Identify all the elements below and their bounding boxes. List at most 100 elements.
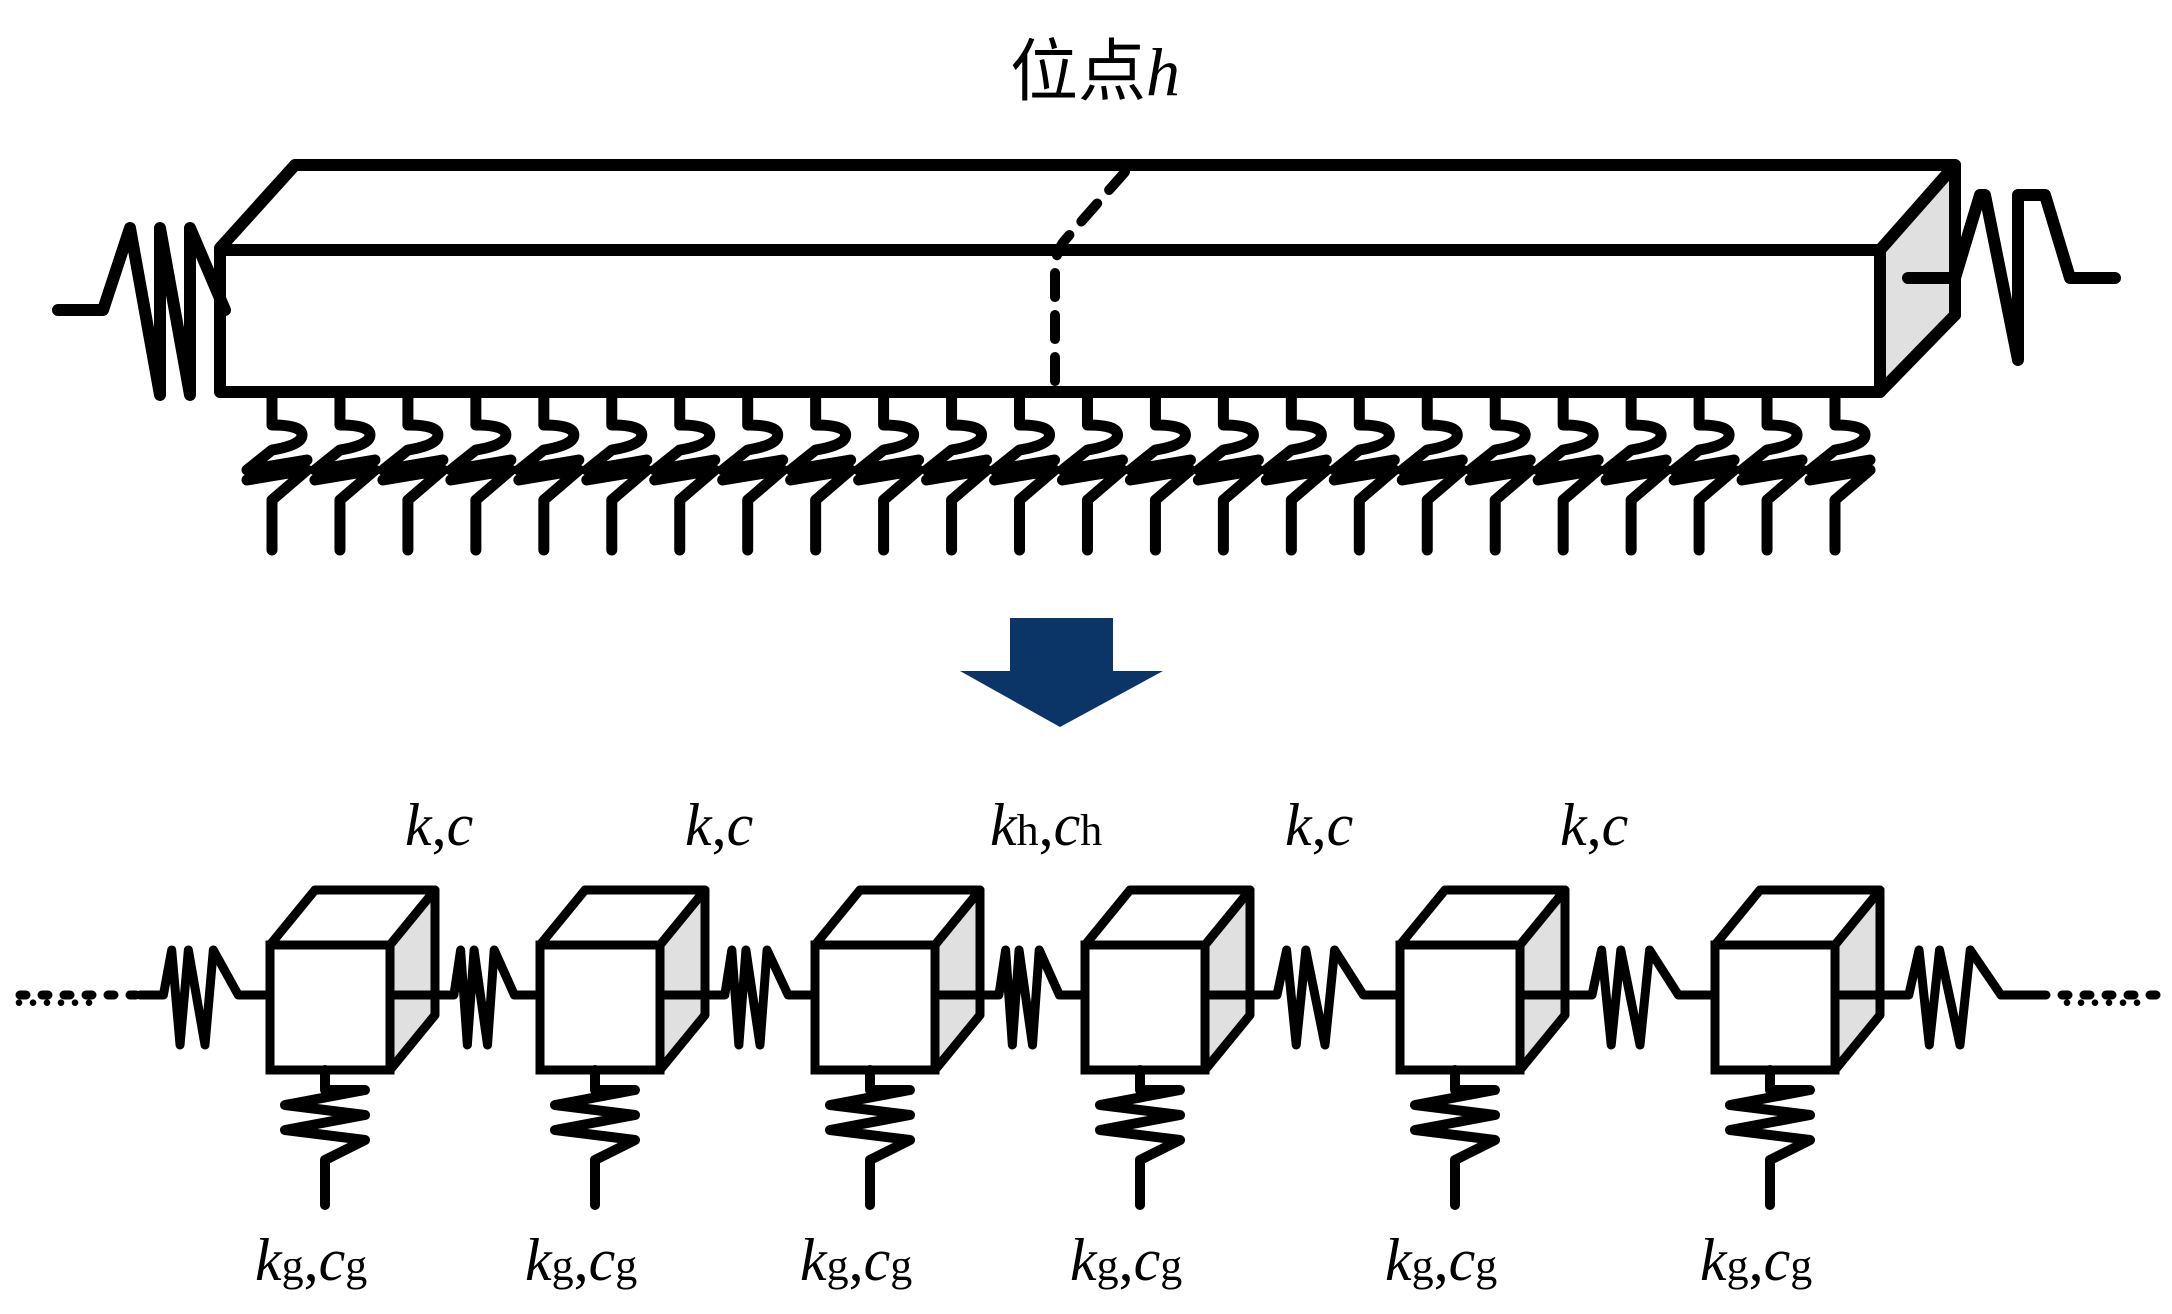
label-sub: g bbox=[1412, 1241, 1434, 1290]
label-main: k bbox=[1700, 1227, 1728, 1293]
foundation-spring bbox=[921, 386, 993, 556]
label-main: k bbox=[405, 792, 433, 858]
link-label: k,c bbox=[405, 792, 473, 858]
label-main: k bbox=[1560, 792, 1588, 858]
lumped-mass-cube bbox=[1395, 885, 1570, 1210]
label-sep: , bbox=[712, 792, 727, 858]
cube-top-face bbox=[1395, 885, 1570, 950]
label-sep: , bbox=[1587, 792, 1602, 858]
section-marker-dashed bbox=[1050, 167, 1130, 390]
label-sub2: g bbox=[1790, 1241, 1812, 1290]
title-text: 位点 bbox=[1010, 34, 1146, 110]
ground-spring bbox=[1725, 1065, 1815, 1210]
lumped-mass-cube bbox=[535, 885, 710, 1210]
cube-top-face bbox=[1710, 885, 1885, 950]
foundation-spring bbox=[581, 386, 653, 556]
ground-label: kg,cg bbox=[255, 1227, 367, 1293]
title-variable: h bbox=[1146, 34, 1180, 110]
cube-edge bbox=[930, 885, 985, 1075]
foundation-spring bbox=[649, 386, 721, 556]
cube-front-face bbox=[535, 940, 665, 1075]
cube-front-face bbox=[265, 940, 395, 1075]
cube-front-face bbox=[1395, 940, 1525, 1075]
foundation-spring bbox=[853, 386, 925, 556]
cube-top-face bbox=[810, 885, 985, 950]
label-sub2: h bbox=[1080, 806, 1102, 855]
ground-spring bbox=[825, 1065, 915, 1210]
cube-top-face bbox=[1080, 885, 1255, 950]
cube-top-face bbox=[535, 885, 710, 950]
label-main: k bbox=[990, 792, 1018, 858]
beam-left-spring bbox=[52, 222, 231, 401]
horizontal-spring bbox=[1245, 945, 1405, 1050]
foundation-spring bbox=[1328, 386, 1400, 556]
foundation-spring bbox=[1736, 386, 1808, 556]
label-sub2: g bbox=[615, 1241, 637, 1290]
label-main2: c bbox=[727, 792, 754, 858]
foundation-spring bbox=[717, 386, 789, 556]
diagram-title: 位点h bbox=[1010, 34, 1180, 110]
continuous-beam bbox=[52, 159, 2121, 556]
label-sep: , bbox=[1434, 1227, 1449, 1293]
foundation-spring bbox=[1192, 386, 1264, 556]
label-main: k bbox=[255, 1227, 283, 1293]
cube-front-face bbox=[1080, 940, 1210, 1075]
label-main: k bbox=[1285, 792, 1313, 858]
ground-label: kg,cg bbox=[800, 1227, 912, 1293]
label-sep: , bbox=[1312, 792, 1327, 858]
ground-spring bbox=[550, 1065, 640, 1210]
label-main: k bbox=[1385, 1227, 1413, 1293]
label-main: k bbox=[800, 1227, 828, 1293]
cube-front-face bbox=[1710, 940, 1840, 1075]
label-main: k bbox=[1070, 1227, 1098, 1293]
link-label: k,c bbox=[1560, 792, 1628, 858]
beam-edge bbox=[1874, 309, 1961, 398]
horizontal-spring bbox=[430, 945, 545, 1050]
foundation-spring bbox=[1396, 386, 1468, 556]
label-sub2: g bbox=[890, 1241, 912, 1290]
cube-edge bbox=[1200, 885, 1255, 1075]
label-sep: , bbox=[849, 1227, 864, 1293]
horizontal-spring bbox=[1560, 945, 1720, 1050]
label-main2: c bbox=[864, 1227, 891, 1293]
foundation-spring bbox=[377, 386, 449, 556]
lumped-mass-cube bbox=[265, 885, 440, 1210]
foundation-spring bbox=[1668, 386, 1740, 556]
ground-spring bbox=[1095, 1065, 1185, 1210]
label-main2: c bbox=[1054, 792, 1081, 858]
label-main2: c bbox=[447, 792, 474, 858]
ground-label: kg,cg bbox=[1700, 1227, 1812, 1293]
label-main: k bbox=[525, 1227, 553, 1293]
link-label: k,c bbox=[685, 792, 753, 858]
label-main2: c bbox=[1449, 1227, 1476, 1293]
foundation-spring bbox=[1260, 386, 1332, 556]
label-main2: c bbox=[589, 1227, 616, 1293]
horizontal-spring bbox=[1875, 945, 2045, 1050]
foundation-spring bbox=[1124, 386, 1196, 556]
beam-right-spring bbox=[1902, 189, 2121, 366]
ground-label: kg,cg bbox=[1385, 1227, 1497, 1293]
lumped-mass-cube bbox=[810, 885, 985, 1210]
discrete-mass-spring-chain bbox=[15, 885, 2165, 1210]
beam-top-face bbox=[214, 159, 1961, 256]
label-main2: c bbox=[1327, 792, 1354, 858]
label-sub2: g bbox=[1160, 1241, 1182, 1290]
lumped-mass-cube bbox=[1080, 885, 1255, 1210]
horizontal-spring bbox=[135, 945, 275, 1050]
foundation-spring bbox=[989, 386, 1061, 556]
ground-label: kg,cg bbox=[525, 1227, 637, 1293]
foundation-spring bbox=[241, 386, 313, 556]
foundation-spring bbox=[1464, 386, 1536, 556]
cube-edge bbox=[1830, 885, 1885, 1075]
cube-edge bbox=[1515, 885, 1570, 1075]
label-sub: h bbox=[1017, 806, 1039, 855]
ellipsis-left: ...... bbox=[12, 956, 96, 1018]
label-sub2: g bbox=[1475, 1241, 1497, 1290]
label-main2: c bbox=[319, 1227, 346, 1293]
horizontal-spring bbox=[700, 945, 820, 1050]
label-sep: , bbox=[1749, 1227, 1764, 1293]
label-sub: g bbox=[552, 1241, 574, 1290]
